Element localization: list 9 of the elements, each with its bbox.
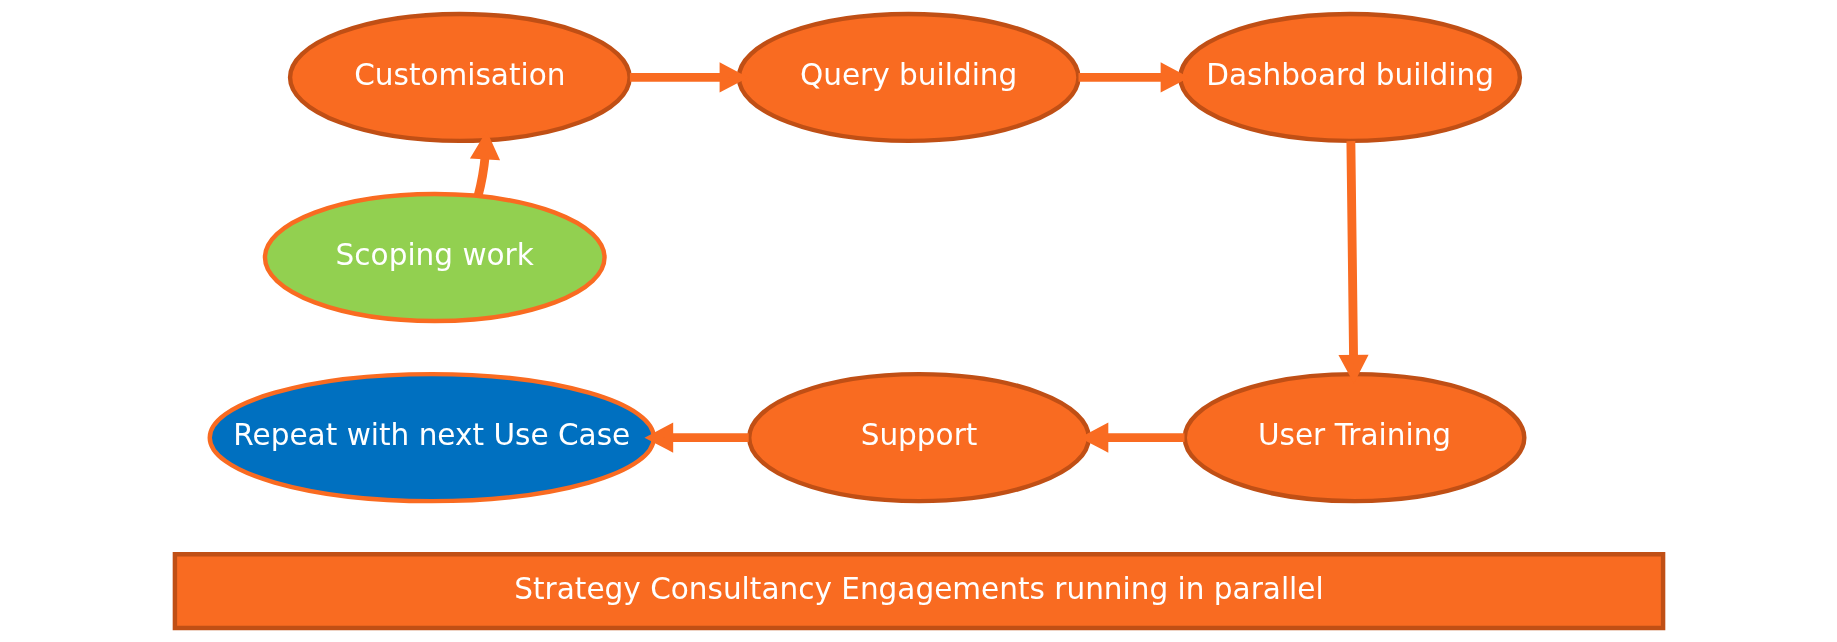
node-ellipse: User Training: [1182, 371, 1527, 504]
node-ellipse: Support: [746, 371, 1091, 504]
node-ellipse: Repeat with next Use Case: [207, 371, 656, 504]
node-ellipse: Scoping work: [262, 191, 607, 324]
node-ellipse: Query building: [736, 11, 1081, 144]
arrow: [643, 422, 749, 453]
node-ellipse: Dashboard building: [1177, 11, 1522, 144]
node-ellipse: Customisation: [287, 11, 632, 144]
node-box: Strategy Consultancy Engagements running in parallel: [172, 552, 1665, 631]
